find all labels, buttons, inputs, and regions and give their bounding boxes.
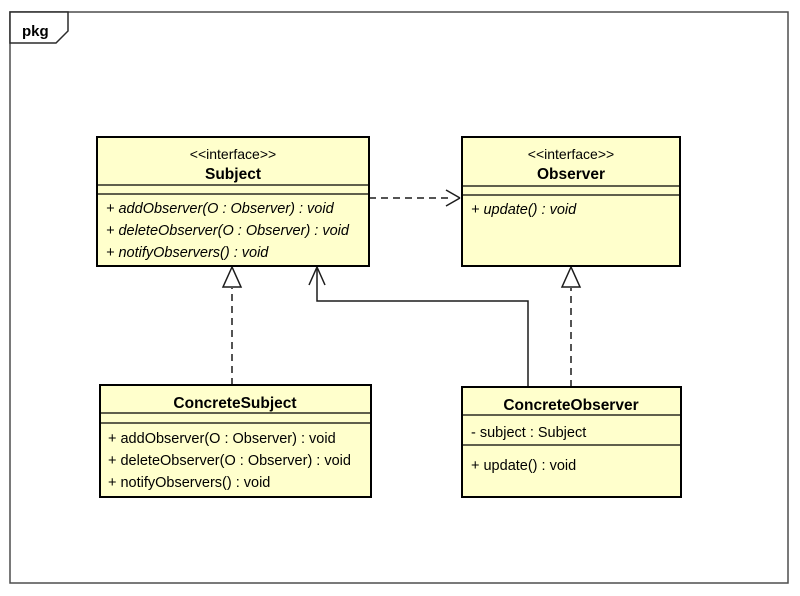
hollow-triangle-icon [560, 265, 582, 288]
class-rect [461, 386, 682, 498]
package-label: pkg [22, 23, 49, 40]
stereotype-label: <<interface>> [190, 146, 276, 162]
package-tab[interactable] [9, 11, 69, 44]
class-name: Subject [205, 166, 261, 183]
method-label: + notifyObservers() : void [108, 475, 270, 491]
dependency-subject-to-observer[interactable] [369, 189, 461, 207]
method-label: + notifyObservers() : void [106, 245, 269, 261]
class-name: ConcreteObserver [503, 397, 638, 414]
stereotype-label: <<interface>> [528, 146, 614, 162]
hollow-triangle-icon [221, 265, 243, 288]
open-arrowhead-icon [308, 266, 326, 286]
class-rect [461, 136, 681, 267]
class-name: Observer [537, 166, 605, 183]
realization-concretesubject-to-subject[interactable] [221, 265, 243, 385]
open-arrowhead-icon [445, 189, 461, 207]
class-box-concrete-subject[interactable]: ConcreteSubject + addObserver(O : Observ… [99, 384, 372, 498]
class-box-subject[interactable]: <<interface>> Subject + addObserver(O : … [96, 136, 370, 267]
class-box-observer[interactable]: <<interface>> Observer + update() : void [461, 136, 681, 267]
association-line [316, 269, 529, 387]
method-label: + deleteObserver(O : Observer) : void [108, 453, 351, 469]
method-label: + addObserver(O : Observer) : void [106, 201, 335, 217]
class-name: ConcreteSubject [173, 395, 296, 412]
package-frame [9, 11, 789, 584]
method-label: + update() : void [471, 458, 576, 474]
association-concreteobserver-to-subject[interactable] [308, 266, 529, 387]
class-box-concrete-observer[interactable]: ConcreteObserver - subject : Subject + u… [461, 386, 682, 498]
method-label: + addObserver(O : Observer) : void [108, 431, 336, 447]
class-rect [96, 136, 370, 267]
attribute-label: - subject : Subject [471, 425, 586, 441]
class-rect [99, 384, 372, 498]
realization-concreteobserver-to-observer[interactable] [560, 265, 582, 387]
method-label: + update() : void [471, 202, 577, 218]
method-label: + deleteObserver(O : Observer) : void [106, 223, 350, 239]
